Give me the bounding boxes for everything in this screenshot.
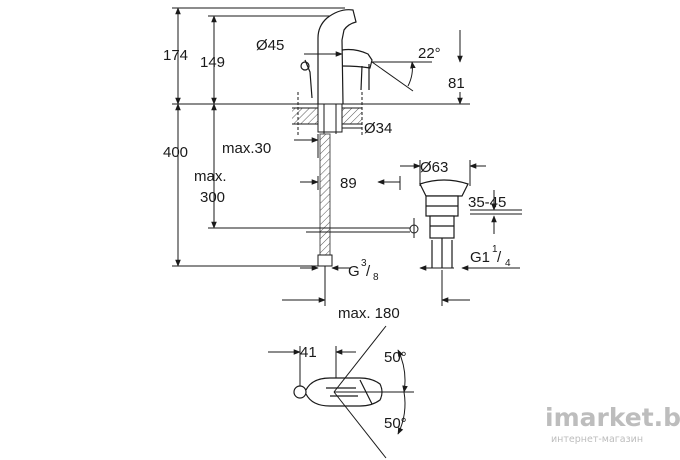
svg-text:G1: G1 [470, 249, 490, 266]
dim-d63-label: Ø63 [420, 159, 448, 176]
svg-text:8: 8 [373, 272, 379, 283]
dim-35-45-label: 35-45 [468, 194, 506, 211]
svg-text:4: 4 [505, 258, 511, 269]
angle-22-marker [371, 61, 432, 92]
dim-max30-label: max.30 [222, 140, 271, 157]
watermark: imarket.by интернет-магазин [545, 403, 680, 445]
svg-text:G: G [348, 263, 360, 280]
countertop-section [292, 92, 363, 136]
svg-text:интернет-магазин: интернет-магазин [551, 434, 643, 445]
svg-text:imarket.by: imarket.by [545, 403, 680, 432]
svg-text:3: 3 [361, 258, 367, 269]
thread-g114-label: G1 1 / 4 [470, 244, 511, 269]
thread-g38-label: G 3 / 8 [348, 258, 379, 283]
dim-d45-label: Ø45 [256, 37, 284, 54]
dim-149-label: 149 [200, 54, 225, 71]
svg-text:1: 1 [492, 244, 498, 255]
dim-300-label: 300 [200, 189, 225, 206]
dim-89-label: 89 [340, 175, 357, 192]
dim-41-label: 41 [300, 344, 317, 361]
dim-max180-line [282, 266, 470, 306]
angle-50-top-label: 50° [384, 349, 407, 366]
supply-hose [317, 133, 333, 267]
dim-max-label: max. [194, 168, 227, 185]
popup-rod [306, 218, 419, 238]
dim-174-label: 174 [163, 47, 188, 64]
svg-text:/: / [497, 249, 502, 266]
angle-50-bottom-label: 50° [384, 415, 407, 432]
dim-d34-label: Ø34 [364, 120, 392, 137]
dim-22-angle-label: 22° [418, 45, 441, 62]
dim-81-label: 81 [448, 75, 465, 92]
svg-text:/: / [366, 263, 371, 280]
dim-400-label: 400 [163, 144, 188, 161]
faucet-body-side [300, 9, 373, 105]
drain-waste [419, 179, 469, 268]
dim-max180-label: max. 180 [338, 305, 400, 322]
